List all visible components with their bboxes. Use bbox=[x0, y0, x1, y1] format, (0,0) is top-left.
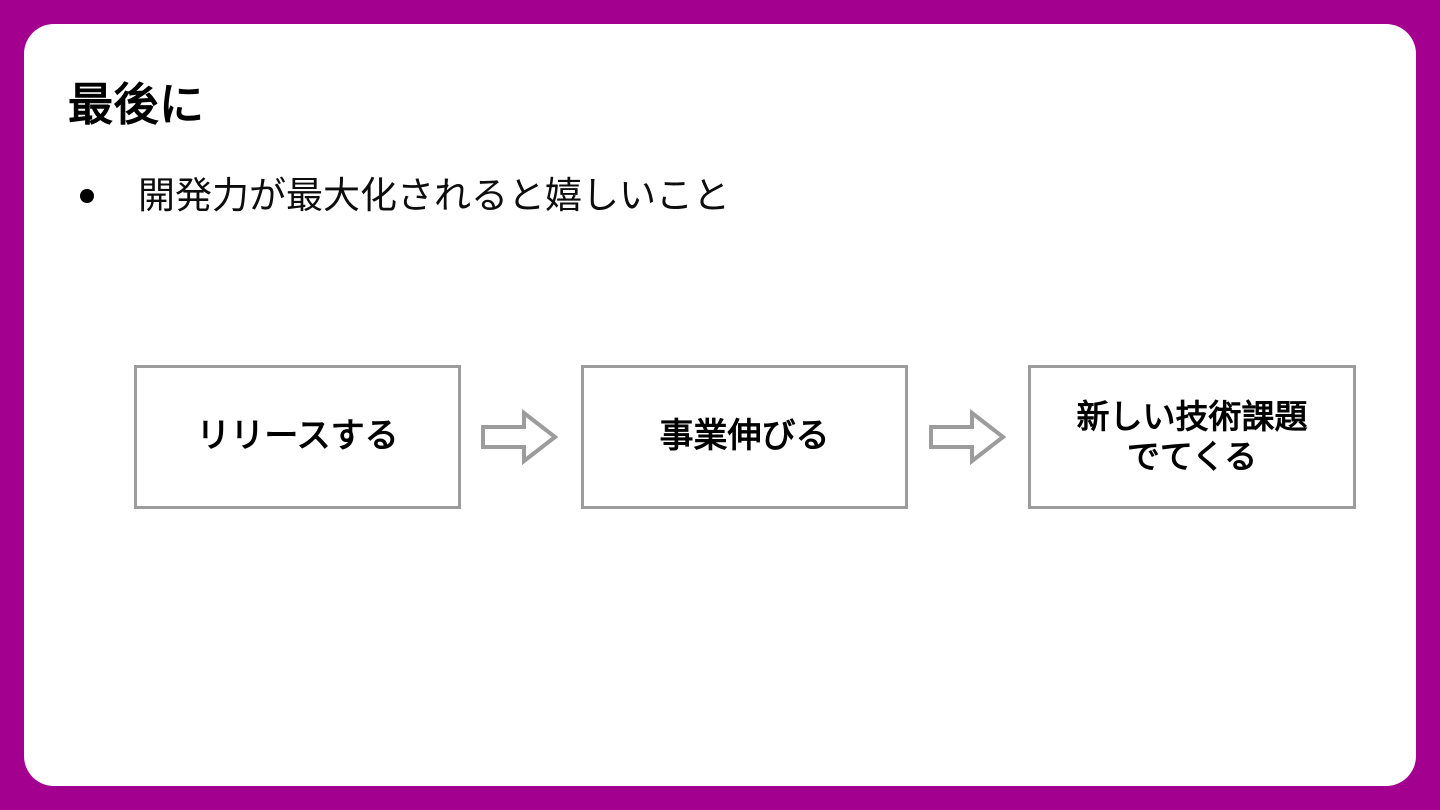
flow-diagram: リリースする 事業伸びる 新しい技術課題 でてくる bbox=[24, 24, 1416, 786]
page-title: 最後に bbox=[68, 79, 205, 130]
bullet-list-item: 開発力が最大化されると嬉しいこと bbox=[80, 174, 730, 218]
slide-card: 最後に 開発力が最大化されると嬉しいこと リリースする 事業伸びる bbox=[24, 24, 1416, 786]
flow-step-label: 事業伸びる bbox=[659, 417, 830, 456]
flow-step-label: リリースする bbox=[196, 417, 399, 456]
flow-step-new-tech-challenges: 新しい技術課題 でてくる bbox=[1028, 365, 1356, 509]
flow-step-business-growth: 事業伸びる bbox=[581, 365, 908, 509]
arrow-right-block-icon bbox=[928, 407, 1006, 467]
flow-step-release: リリースする bbox=[134, 365, 461, 509]
flow-step-label: 新しい技術課題 でてくる bbox=[1076, 398, 1308, 475]
bullet-dot-icon bbox=[80, 189, 94, 204]
arrow-right-block-icon bbox=[480, 407, 558, 467]
bullet-item-label: 開発力が最大化されると嬉しいこと bbox=[138, 175, 730, 216]
